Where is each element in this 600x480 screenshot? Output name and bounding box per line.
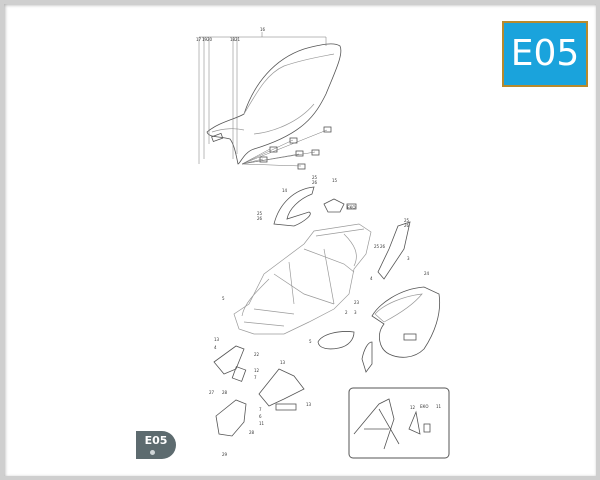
callout: 29 <box>222 452 228 457</box>
section-tab-label: E05 <box>144 434 168 447</box>
footrest-bracket-right <box>258 368 305 411</box>
section-code-badge: E05 <box>502 21 588 87</box>
side-panel-right <box>377 221 411 280</box>
seat-clips <box>211 126 332 170</box>
callout: 26 <box>404 223 410 228</box>
footrest-bracket-upper <box>213 345 247 382</box>
callout: 12 <box>410 405 416 410</box>
callout: ЕКО <box>420 404 429 409</box>
callout: 22 <box>254 352 260 357</box>
callout: 19 <box>202 37 208 42</box>
callout: 18 <box>230 37 236 42</box>
side-cover-left <box>317 331 355 350</box>
callout: 17 <box>196 37 202 42</box>
callout: 3 <box>354 310 357 315</box>
callout: 28 <box>249 430 255 435</box>
rear-subframe <box>233 223 372 335</box>
callout: 15 <box>332 178 338 183</box>
callout: 7 <box>259 407 262 412</box>
exploded-parts-drawing: 16 17 19 20 18 21 25 26 14 25 26 15 ЕКО … <box>196 27 450 459</box>
callout: 6 <box>259 414 262 419</box>
callout: 4 <box>370 276 373 281</box>
callout: 7 <box>254 375 257 380</box>
callout: 20 <box>207 37 213 42</box>
callout: 23 <box>354 300 360 305</box>
callout: 16 <box>260 27 266 32</box>
callout: 13 <box>280 360 286 365</box>
callout: 25 <box>312 175 318 180</box>
seat <box>206 43 342 165</box>
dot-icon <box>150 450 155 455</box>
section-tab[interactable]: E05 <box>136 431 176 459</box>
callout: 25 <box>374 244 380 249</box>
callout: 2 <box>345 310 348 315</box>
callout: 3 <box>407 256 410 261</box>
side-cover-lower <box>361 341 373 373</box>
callout: 26 <box>257 216 263 221</box>
grab-handle <box>273 186 315 227</box>
callout: 26 <box>312 180 318 185</box>
callout: 14 <box>282 188 288 193</box>
callout: ЕКО <box>347 205 356 210</box>
callout: 5 <box>309 339 312 344</box>
callout: 26 <box>380 244 386 249</box>
callout: 25 <box>404 218 410 223</box>
callout: 24 <box>424 271 430 276</box>
callout: 11 <box>259 421 265 426</box>
footrest-bracket-left <box>215 399 247 437</box>
callout: 13 <box>306 402 312 407</box>
callout: 27 <box>209 390 215 395</box>
callout: 21 <box>235 37 241 42</box>
latch-bracket <box>323 198 357 213</box>
callout: 13 <box>214 337 220 342</box>
callout-labels: 16 17 19 20 18 21 25 26 14 25 26 15 ЕКО … <box>196 27 442 457</box>
callout: 5 <box>222 296 225 301</box>
callout: 12 <box>254 368 260 373</box>
tail-fairing <box>371 286 441 358</box>
callout: 28 <box>222 390 228 395</box>
seat-leader-lines <box>198 32 327 164</box>
callout: 4 <box>214 345 217 350</box>
callout: 11 <box>436 404 442 409</box>
callout: 25 <box>257 211 263 216</box>
detail-inset <box>348 387 450 459</box>
